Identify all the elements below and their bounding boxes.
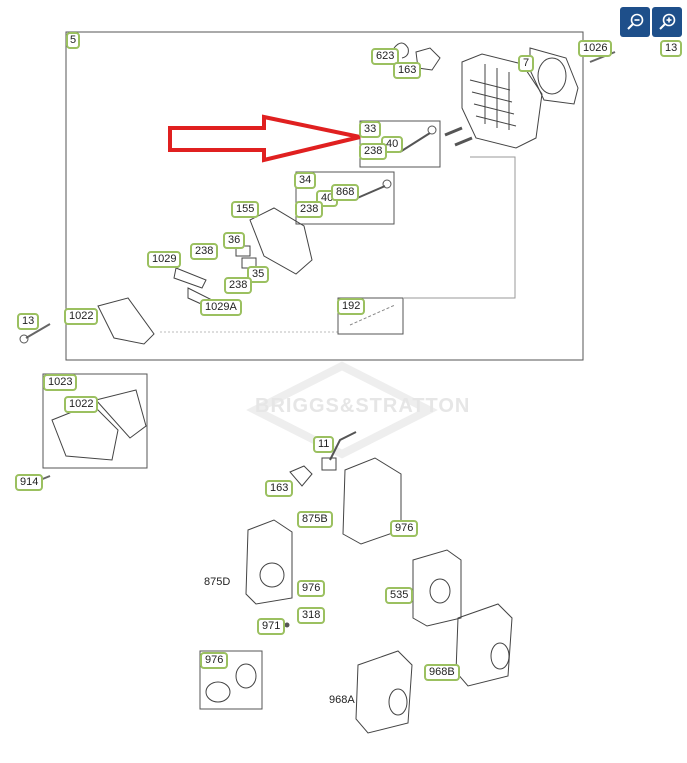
part-875d [245,519,293,605]
part-623 [393,42,409,59]
zoom-out-icon [627,13,644,30]
callout-238-d[interactable]: 238 [224,277,253,294]
part-535 [412,549,462,627]
callout-868[interactable]: 868 [331,184,360,201]
callout-535[interactable]: 535 [385,587,414,604]
zoom-out-button[interactable] [620,7,650,37]
callout-875b[interactable]: 875B [297,511,333,528]
valve-cover-kit-frame [42,373,148,469]
brand-watermark: BRIGGS&STRATTON [255,395,471,417]
callout-976[interactable]: 976 [390,520,419,537]
callout-1023[interactable]: 1023 [43,374,78,391]
zoom-in-icon [659,13,676,30]
zoom-in-button[interactable] [652,7,682,37]
filter-kit-frame [199,650,263,710]
callout-968a[interactable]: 968A [329,694,355,706]
callout-238-c[interactable]: 238 [190,243,219,260]
leader-line [404,156,516,299]
callout-623[interactable]: 623 [371,48,400,65]
callout-238[interactable]: 238 [359,143,388,160]
callout-7[interactable]: 7 [518,55,535,72]
callout-163[interactable]: 163 [393,62,422,79]
part-1029 [173,267,207,289]
callout-33[interactable]: 33 [359,121,382,138]
callout-1022[interactable]: 1022 [64,308,99,325]
head-assembly-frame [65,31,584,361]
callout-1022-b[interactable]: 1022 [64,396,99,413]
callout-238-b[interactable]: 238 [295,201,324,218]
callout-11[interactable]: 11 [313,436,335,453]
callout-36[interactable]: 36 [223,232,246,249]
callout-976-b[interactable]: 976 [297,580,326,597]
callout-1029a[interactable]: 1029A [200,299,242,316]
callout-971[interactable]: 971 [257,618,286,635]
callout-968b[interactable]: 968B [424,664,460,681]
callout-976-c[interactable]: 976 [200,652,229,669]
part-968b [455,603,513,687]
callout-163-b[interactable]: 163 [265,480,294,497]
callout-13[interactable]: 13 [17,313,40,330]
callout-13-top[interactable]: 13 [660,40,683,57]
breather-kit-frame [337,297,404,335]
callout-318[interactable]: 318 [297,607,326,624]
exhaust-valve-kit-frame [295,171,395,225]
callout-5[interactable]: 5 [66,32,81,49]
cylinder-head [461,53,543,149]
red-highlight-arrow [168,114,361,163]
callout-1029[interactable]: 1029 [147,251,182,268]
part-1022 [97,297,155,345]
part-155 [249,207,313,275]
callout-1026[interactable]: 1026 [578,40,613,57]
callout-192[interactable]: 192 [337,298,366,315]
callout-914[interactable]: 914 [15,474,44,491]
callout-34[interactable]: 34 [294,172,317,189]
callout-35[interactable]: 35 [247,266,270,283]
head-gasket [529,47,579,105]
part-968a [355,650,413,734]
callout-875d[interactable]: 875D [204,576,231,588]
callout-155[interactable]: 155 [231,201,260,218]
